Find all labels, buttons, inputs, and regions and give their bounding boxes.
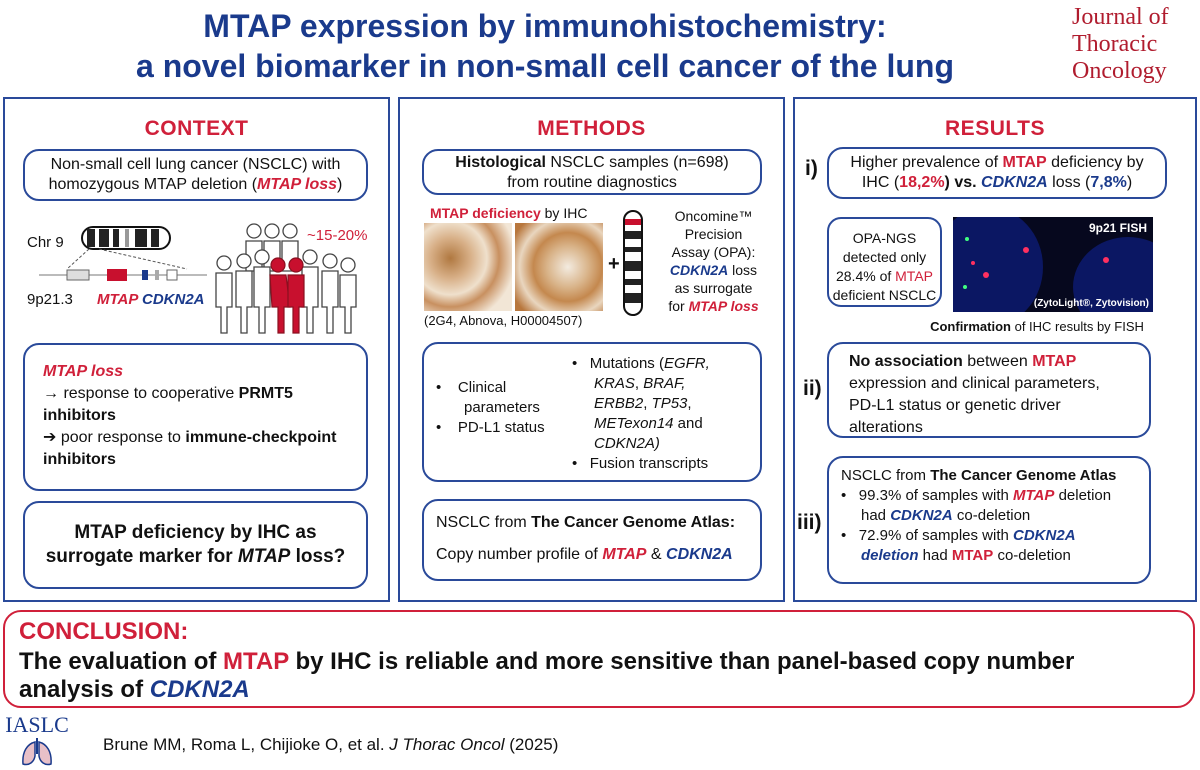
journal-logo-line-3: Oncology: [1072, 58, 1167, 84]
band-label: 9p21.3: [27, 291, 73, 308]
methods-samples-box: Histological NSCLC samples (n=698) from …: [422, 149, 762, 195]
chromosome-9-diagram: [39, 226, 207, 281]
antibody-label: (2G4, Abnova, H00004507): [424, 313, 583, 328]
context-heading: CONTEXT: [144, 117, 249, 140]
question-line-1: MTAP deficiency by IHC as: [74, 522, 317, 543]
title-line-2: a novel biomarker in non-small cell canc…: [136, 48, 954, 84]
result-marker-iii: iii): [797, 511, 822, 534]
plus-sign: +: [608, 253, 620, 275]
methods-panel: METHODS Histological NSCLC samples (n=69…: [398, 97, 785, 602]
result-tcga-box: NSCLC from The Cancer Genome Atlas • 99.…: [827, 456, 1151, 584]
journal-logo: Journal of Thoracic Oncology: [1072, 4, 1197, 85]
methods-heading: METHODS: [537, 117, 646, 140]
conclusion-text: The evaluation of MTAP by IHC is reliabl…: [19, 648, 1075, 703]
clinical-list: • Clinical parameters • PD-L1 status: [436, 379, 545, 436]
conclusion-box: CONCLUSION: The evaluation of MTAP by IH…: [3, 610, 1195, 708]
question-line-2: surrogate marker for MTAP loss?: [45, 546, 346, 567]
tcga-line: NSCLC from The Cancer Genome Atlas:: [436, 514, 736, 531]
prevalence-line-1: Higher prevalence of MTAP deficiency by: [850, 154, 1144, 171]
gene-mtap-label: MTAP: [97, 291, 139, 308]
result-marker-ii: ii): [803, 377, 822, 400]
results-heading: RESULTS: [945, 117, 1045, 140]
mtap-loss-title: MTAP loss: [43, 363, 124, 380]
result-opa-box: OPA-NGS detected only 28.4% of MTAP defi…: [827, 217, 942, 307]
lungs-icon: [22, 738, 52, 766]
ihc-image-1: [424, 223, 512, 311]
mtap-loss-point-2: ➔ poor response to immune-checkpoint inh…: [43, 429, 337, 468]
conclusion-heading: CONCLUSION:: [19, 618, 189, 645]
methods-tcga-box: NSCLC from The Cancer Genome Atlas: Copy…: [422, 499, 762, 581]
fish-caption: Confirmation of IHC results by FISH: [930, 319, 1144, 334]
context-mtap-loss-box: MTAP loss → response to cooperative PRMT…: [23, 343, 368, 491]
context-panel: CONTEXT Non-small cell lung cancer (NSCL…: [3, 97, 390, 602]
samples-line-2: from routine diagnostics: [507, 174, 677, 191]
context-box1-line2: homozygous MTAP deletion (MTAP loss): [48, 176, 343, 193]
context-question-box: MTAP deficiency by IHC as surrogate mark…: [23, 501, 368, 589]
result-prevalence-box: Higher prevalence of MTAP deficiency by …: [827, 147, 1167, 199]
prevalence-line-2: IHC (18,2%) vs. CDKN2A loss (7,8%): [861, 174, 1133, 191]
fish-label: 9p21 FISH: [1088, 221, 1147, 235]
title-line-1: MTAP expression by immunohistochemistry:: [203, 8, 887, 44]
methods-parameters-box: • Clinical parameters • PD-L1 status • M…: [422, 342, 762, 482]
iaslc-logo: IASLC: [4, 712, 70, 768]
chr-label: Chr 9: [27, 234, 64, 251]
chromosome-ideogram-icon: [623, 210, 643, 316]
cnp-line: Copy number profile of MTAP & CDKN2A: [436, 546, 733, 563]
result-marker-i: i): [805, 157, 818, 180]
ihc-image-2: [515, 223, 603, 311]
samples-line-1: Histological NSCLC samples (n=698): [455, 154, 729, 171]
citation: Brune MM, Roma L, Chijioke O, et al. J T…: [103, 735, 559, 754]
mtap-loss-point-1: → response to cooperative PRMT5 inhibito…: [43, 385, 293, 424]
gene-cdkn2a-label: CDKN2A: [142, 291, 205, 308]
fish-image: 9p21 FISH (ZytoLight®, Zytovision): [953, 217, 1153, 312]
ihc-label: MTAP deficiency by IHC: [430, 205, 588, 221]
mutation-list: • Mutations (EGFR, KRAS, BRAF, ERBB2, TP…: [572, 355, 710, 472]
population-figure: [215, 223, 357, 334]
context-nsclc-box: Non-small cell lung cancer (NSCLC) with …: [23, 149, 368, 201]
journal-logo-line-1: Journal of: [1072, 4, 1169, 30]
context-box1-line1: Non-small cell lung cancer (NSCLC) with: [50, 156, 341, 173]
journal-logo-line-2: Thoracic: [1072, 31, 1158, 57]
prevalence-label: ~15-20%: [307, 227, 368, 244]
page-title: MTAP expression by immunohistochemistry:…: [40, 6, 1050, 86]
fish-credit: (ZytoLight®, Zytovision): [1033, 298, 1149, 309]
results-panel: RESULTS i) Higher prevalence of MTAP def…: [793, 97, 1197, 602]
opa-description: Oncomine™ Precision Assay (OPA): CDKN2A …: [668, 208, 759, 314]
result-association-box: No association between MTAP expression a…: [827, 342, 1151, 438]
